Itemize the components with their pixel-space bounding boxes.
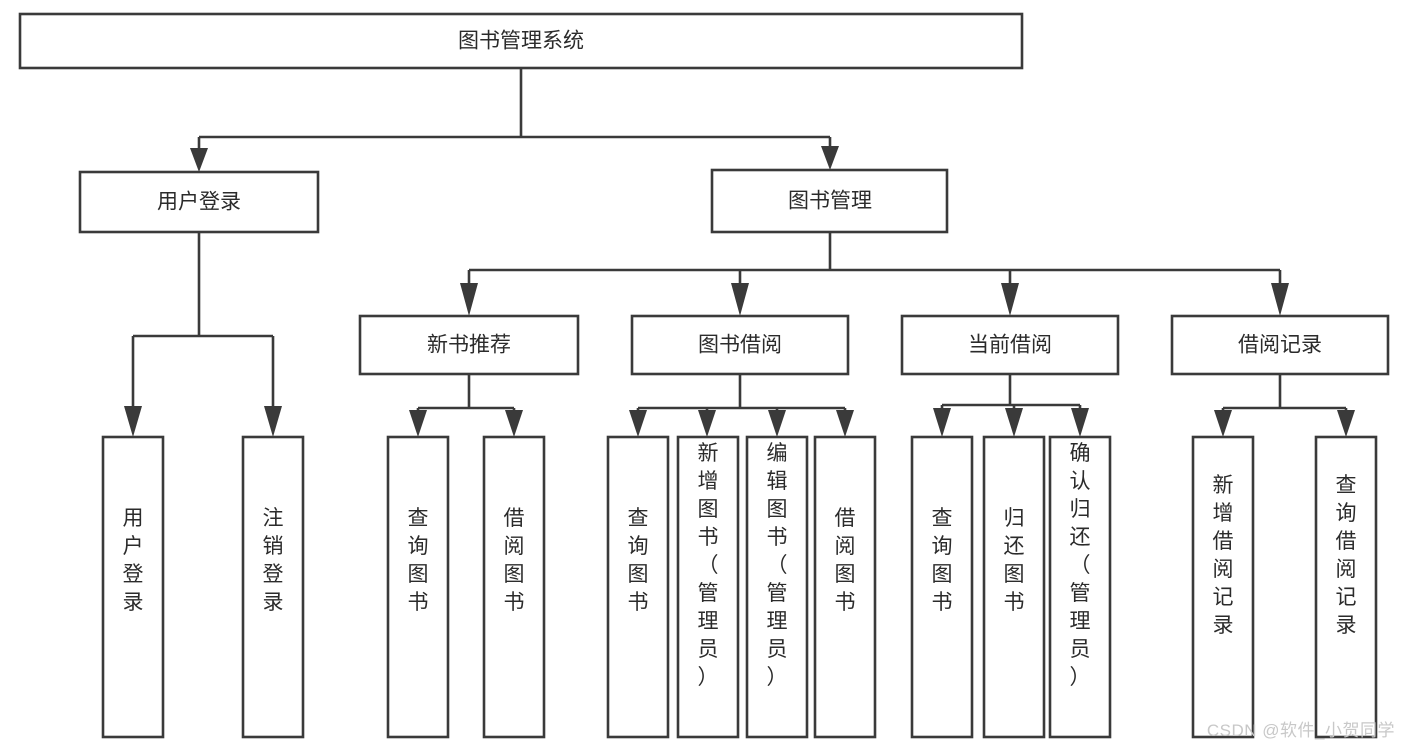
arrow-head-new-book-rec (460, 283, 478, 316)
leaf-bb-query-book-label: 查询图书 (628, 507, 649, 614)
node-book-borrow-label: 图书借阅 (698, 334, 782, 357)
connector-group-new-book-rec-leaves (409, 374, 523, 437)
leaf-cb-query-book-label: 查询图书 (932, 507, 953, 614)
arrow-head-bb-borrow-book (836, 410, 854, 437)
leaf-cb-query-book[interactable]: 查询图书 (910, 435, 974, 739)
leaf-user-login-box[interactable] (101, 435, 165, 739)
connector-group-book-borrow-leaves (629, 374, 854, 437)
leaf-cb-confirm-return-admin[interactable]: 确认归还（管理员） (1048, 435, 1112, 739)
arrow-head-bb-query-book (629, 410, 647, 437)
leaf-br-query-record-box[interactable] (1314, 435, 1378, 739)
leaf-bb-edit-book-admin[interactable]: 编辑图书（管理员） (745, 435, 809, 739)
node-current-borrow-label: 当前借阅 (968, 334, 1052, 357)
leaf-cb-return-book[interactable]: 归还图书 (982, 435, 1046, 739)
arrow-head-br-add-record (1214, 410, 1232, 437)
arrow-head-cb-return-book (1005, 408, 1023, 437)
leaf-bb-query-book-box[interactable] (606, 435, 670, 739)
arrow-head-nbr-query-book (409, 410, 427, 437)
csdn-watermark: CSDN @软件_小贺同学 (1206, 721, 1395, 740)
arrow-head-cb-query-book (933, 408, 951, 437)
node-new-book-recommend[interactable]: 新书推荐 (358, 314, 580, 376)
leaf-cb-return-book-box[interactable] (982, 435, 1046, 739)
connector-group-user-login-leaves (124, 232, 282, 437)
node-book-borrow[interactable]: 图书借阅 (630, 314, 850, 376)
leaf-bb-borrow-book-label: 借阅图书 (835, 507, 856, 614)
leaf-nbr-borrow-book-box[interactable] (482, 435, 546, 739)
node-borrow-record-box[interactable] (1170, 314, 1390, 376)
arrow-head-leaf-user-login (124, 406, 142, 437)
leaf-nbr-query-book[interactable]: 查询图书 (386, 435, 450, 739)
node-book-management-box[interactable] (710, 168, 949, 234)
connector-group-current-borrow-leaves (933, 374, 1089, 437)
arrow-head-nbr-borrow-book (505, 410, 523, 437)
connector-group-borrow-record-leaves (1214, 374, 1355, 437)
arrow-head-leaf-logout (264, 406, 282, 437)
connector-group-book-mgmt (460, 232, 1289, 316)
node-new-book-recommend-box[interactable] (358, 314, 580, 376)
leaf-user-login-label: 用户登录 (123, 507, 144, 614)
node-new-book-recommend-label: 新书推荐 (427, 334, 511, 357)
arrow-head-borrow-record (1271, 283, 1289, 316)
node-book-borrow-box[interactable] (630, 314, 850, 376)
leaf-br-query-record[interactable]: 查询借阅记录 (1314, 435, 1378, 739)
leaf-bb-borrow-book-box[interactable] (813, 435, 877, 739)
leaf-br-add-record[interactable]: 新增借阅记录 (1191, 435, 1255, 739)
arrow-head-bb-add-book (698, 410, 716, 437)
node-current-borrow-box[interactable] (900, 314, 1120, 376)
node-root[interactable]: 图书管理系统 (18, 12, 1024, 70)
leaf-cb-return-book-label: 归还图书 (1004, 507, 1025, 614)
leaf-br-query-record-label: 查询借阅记录 (1336, 474, 1357, 637)
leaf-bb-add-book-admin[interactable]: 新增图书（管理员） (676, 435, 740, 739)
leaf-bb-add-book-admin-label: 新增图书（管理员） (698, 442, 719, 689)
arrow-head-br-query-record (1337, 410, 1355, 437)
arrow-head-book-mgmt (821, 146, 839, 170)
leaf-logout-label: 注销登录 (263, 507, 284, 614)
leaf-bb-add-book-admin-box[interactable] (676, 435, 740, 739)
node-root-label: 图书管理系统 (458, 30, 584, 53)
arrow-head-book-borrow (731, 283, 749, 316)
leaf-cb-query-book-box[interactable] (910, 435, 974, 739)
arrow-head-bb-edit-book (768, 410, 786, 437)
leaf-br-add-record-label: 新增借阅记录 (1213, 474, 1234, 637)
node-user-login-label: 用户登录 (157, 191, 241, 214)
leaf-cb-confirm-return-admin-box[interactable] (1048, 435, 1112, 739)
node-book-management-label: 图书管理 (788, 190, 872, 213)
leaf-nbr-borrow-book[interactable]: 借阅图书 (482, 435, 546, 739)
leaf-bb-query-book[interactable]: 查询图书 (606, 435, 670, 739)
leaf-nbr-borrow-book-label: 借阅图书 (504, 507, 525, 614)
connector-group-root (190, 68, 839, 172)
leaf-bb-borrow-book[interactable]: 借阅图书 (813, 435, 877, 739)
node-borrow-record-label: 借阅记录 (1238, 334, 1322, 357)
leaf-br-add-record-box[interactable] (1191, 435, 1255, 739)
arrow-head-current-borrow (1001, 283, 1019, 316)
leaf-logout[interactable]: 注销登录 (241, 435, 305, 739)
arrow-head-user-login (190, 148, 208, 172)
node-root-box[interactable] (18, 12, 1024, 70)
leaf-bb-edit-book-admin-box[interactable] (745, 435, 809, 739)
leaf-bb-edit-book-admin-label: 编辑图书（管理员） (767, 442, 788, 689)
node-current-borrow[interactable]: 当前借阅 (900, 314, 1120, 376)
node-user-login[interactable]: 用户登录 (78, 170, 320, 234)
arrow-head-cb-confirm-return (1071, 408, 1089, 437)
leaf-logout-box[interactable] (241, 435, 305, 739)
leaf-nbr-query-book-label: 查询图书 (408, 507, 429, 614)
leaf-user-login[interactable]: 用户登录 (101, 435, 165, 739)
node-book-management[interactable]: 图书管理 (710, 168, 949, 234)
node-borrow-record[interactable]: 借阅记录 (1170, 314, 1390, 376)
node-user-login-box[interactable] (78, 170, 320, 234)
leaf-cb-confirm-return-admin-label: 确认归还（管理员） (1070, 442, 1091, 689)
leaf-nbr-query-book-box[interactable] (386, 435, 450, 739)
